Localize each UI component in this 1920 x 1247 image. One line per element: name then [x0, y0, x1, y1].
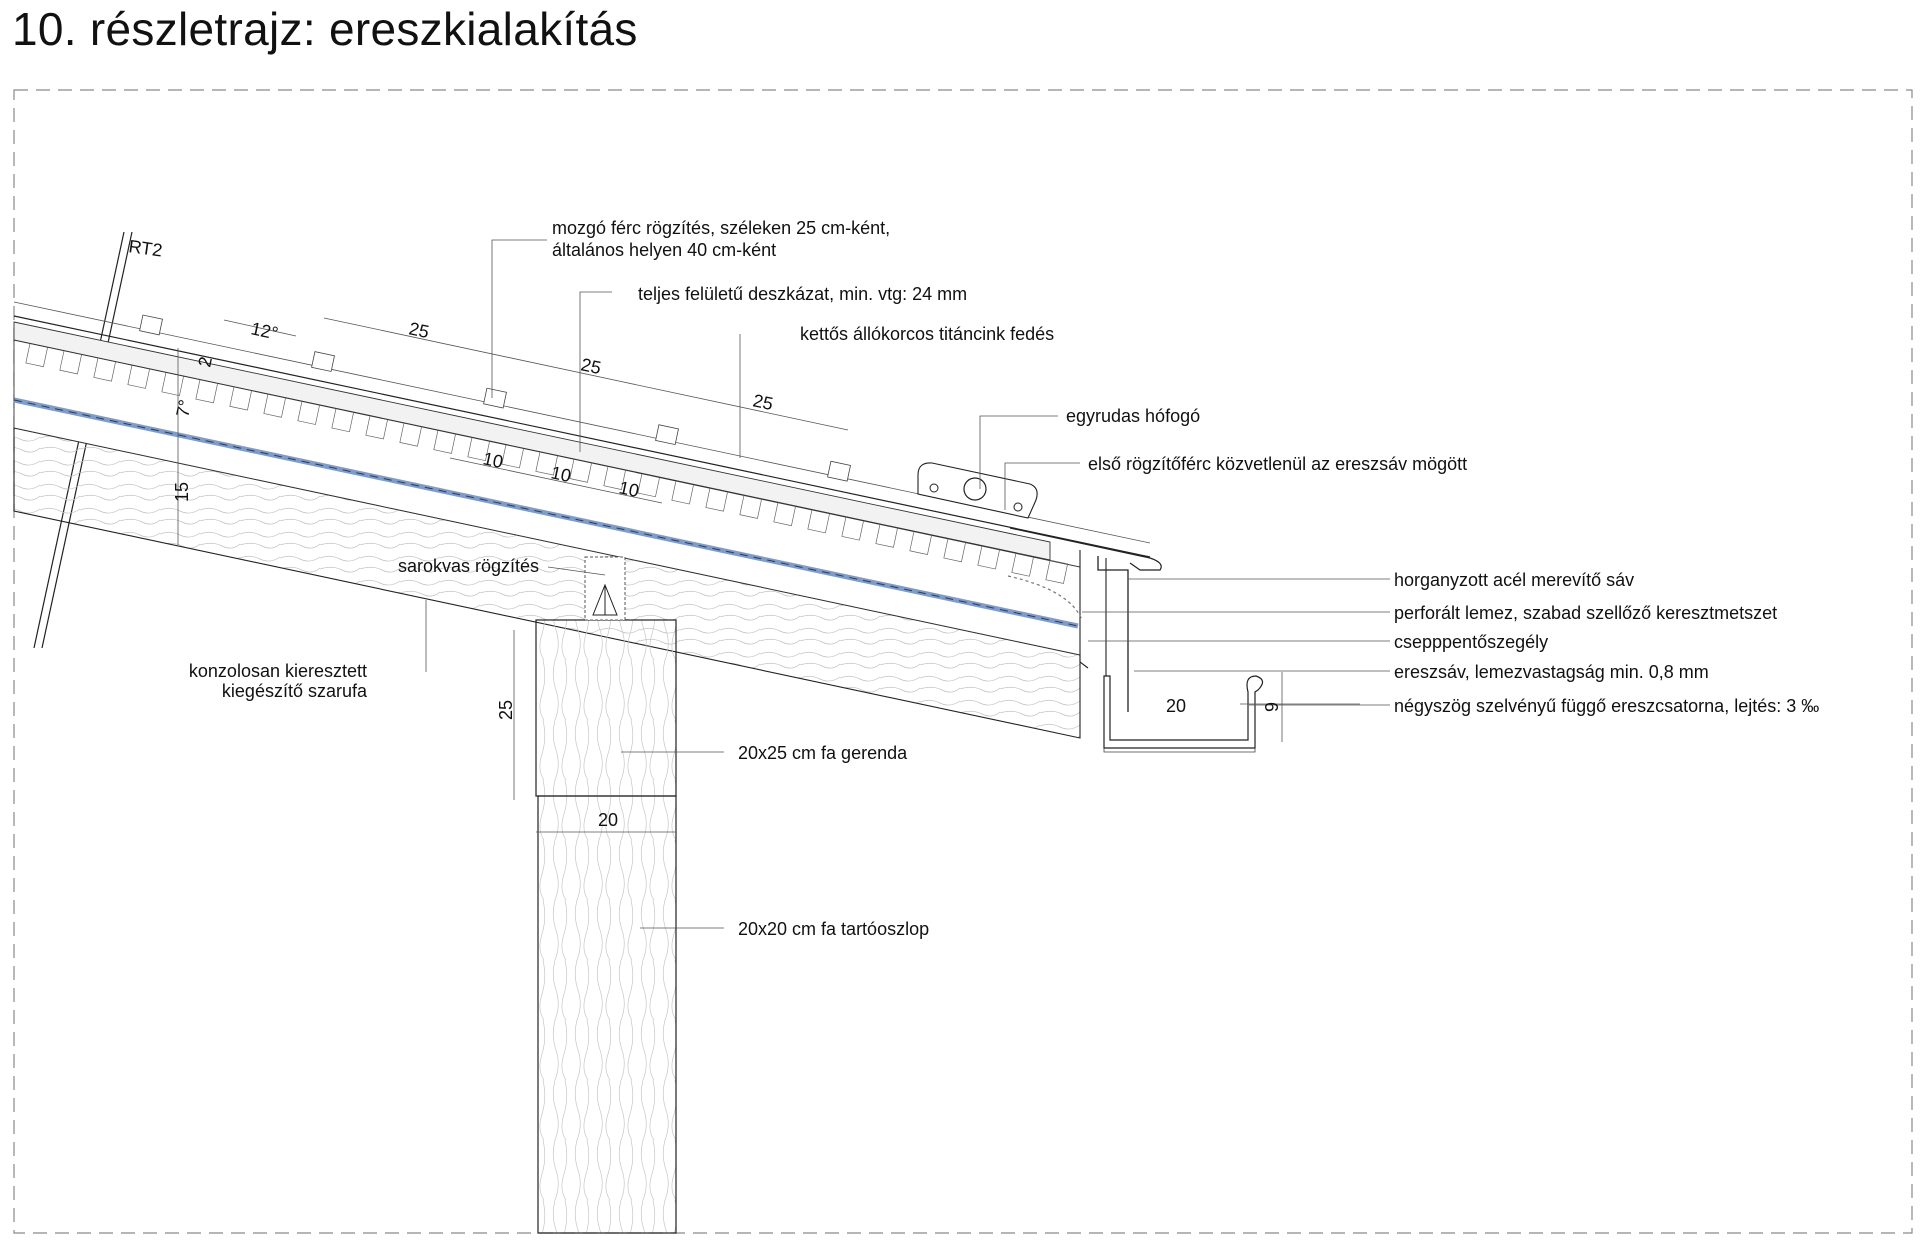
label-perforated: perforált lemez, szabad szellőző kereszt…: [1394, 603, 1777, 623]
dim-seam-2: 25: [579, 354, 603, 378]
dim-column-width: 20: [598, 810, 618, 830]
label-column: 20x20 cm fa tartóoszlop: [738, 919, 929, 939]
roof-buildup: [13, 301, 1162, 739]
labels: mozgó férc rögzítés, széleken 25 cm-ként…: [189, 218, 1819, 939]
label-rafter-2: kiegészítő szarufa: [222, 681, 368, 701]
dim-gutter-height: 9: [1262, 702, 1282, 712]
standing-seam: [483, 387, 507, 409]
membrane: [13, 397, 1079, 629]
label-snow-guard: egyrudas hófogó: [1066, 406, 1200, 426]
standing-seams: [139, 314, 851, 482]
dim-layer-c: 15: [172, 482, 192, 502]
dimension-lines: [177, 317, 1360, 833]
angle-minor-slope: 7°: [172, 398, 195, 419]
timber-column: [537, 795, 677, 1234]
label-boarding: teljes felületű deszkázat, min. vtg: 24 …: [638, 284, 967, 304]
drip-edge: [1079, 550, 1089, 669]
section-marker-label: RT2: [127, 236, 163, 260]
label-first-clip: első rögzítőférc közvetlenül az ereszsáv…: [1088, 454, 1467, 474]
label-drip-edge: csepppentőszegély: [1394, 632, 1548, 652]
angle-roof-slope: 12°: [249, 318, 280, 343]
label-titanzinc: kettős állókorcos titáncink fedés: [800, 324, 1054, 344]
label-rafter-1: konzolosan kieresztett: [189, 661, 367, 681]
drawing-frame: [13, 89, 1913, 1234]
label-moving-clip-1: mozgó férc rögzítés, széleken 25 cm-ként…: [552, 218, 890, 238]
boarding: [13, 321, 1051, 561]
standing-seam: [311, 351, 335, 372]
dim-batten-3: 10: [617, 477, 641, 501]
snow-guard-icon: [917, 462, 1038, 519]
gutter: [1103, 675, 1264, 753]
label-stiffener: horganyzott acél merevítő sáv: [1394, 570, 1634, 590]
label-corner-bracket: sarokvas rögzítés: [398, 556, 539, 576]
dim-batten-1: 10: [481, 448, 505, 472]
timber-beam: [535, 619, 677, 797]
dim-seam-3: 25: [751, 390, 775, 414]
label-gutter: négyszög szelvényű függő ereszcsatorna, …: [1394, 696, 1819, 716]
perforated-sheet: [1007, 575, 1083, 621]
dim-layer-a: 2: [194, 355, 216, 369]
dim-seam-1: 25: [407, 318, 431, 342]
dim-gutter-width: 20: [1166, 696, 1186, 716]
leader-lines: [425, 239, 1390, 929]
page-title: 10. részletrajz: ereszkialakítás: [12, 3, 638, 55]
titanzinc-covering: [13, 315, 1151, 558]
label-beam: 20x25 cm fa gerenda: [738, 743, 908, 763]
eaves-strip: [1097, 556, 1129, 712]
dim-batten-2: 10: [549, 462, 573, 486]
standing-seam: [139, 314, 163, 336]
dim-beam-height: 25: [496, 700, 516, 720]
standing-seam: [827, 460, 851, 482]
corner-bracket-icon: [584, 556, 626, 621]
batten: [1045, 559, 1069, 584]
label-eaves-strip: ereszsáv, lemezvastagság min. 0,8 mm: [1394, 662, 1709, 682]
standing-seam: [655, 424, 679, 446]
label-moving-clip-2: általános helyen 40 cm-ként: [552, 240, 776, 260]
